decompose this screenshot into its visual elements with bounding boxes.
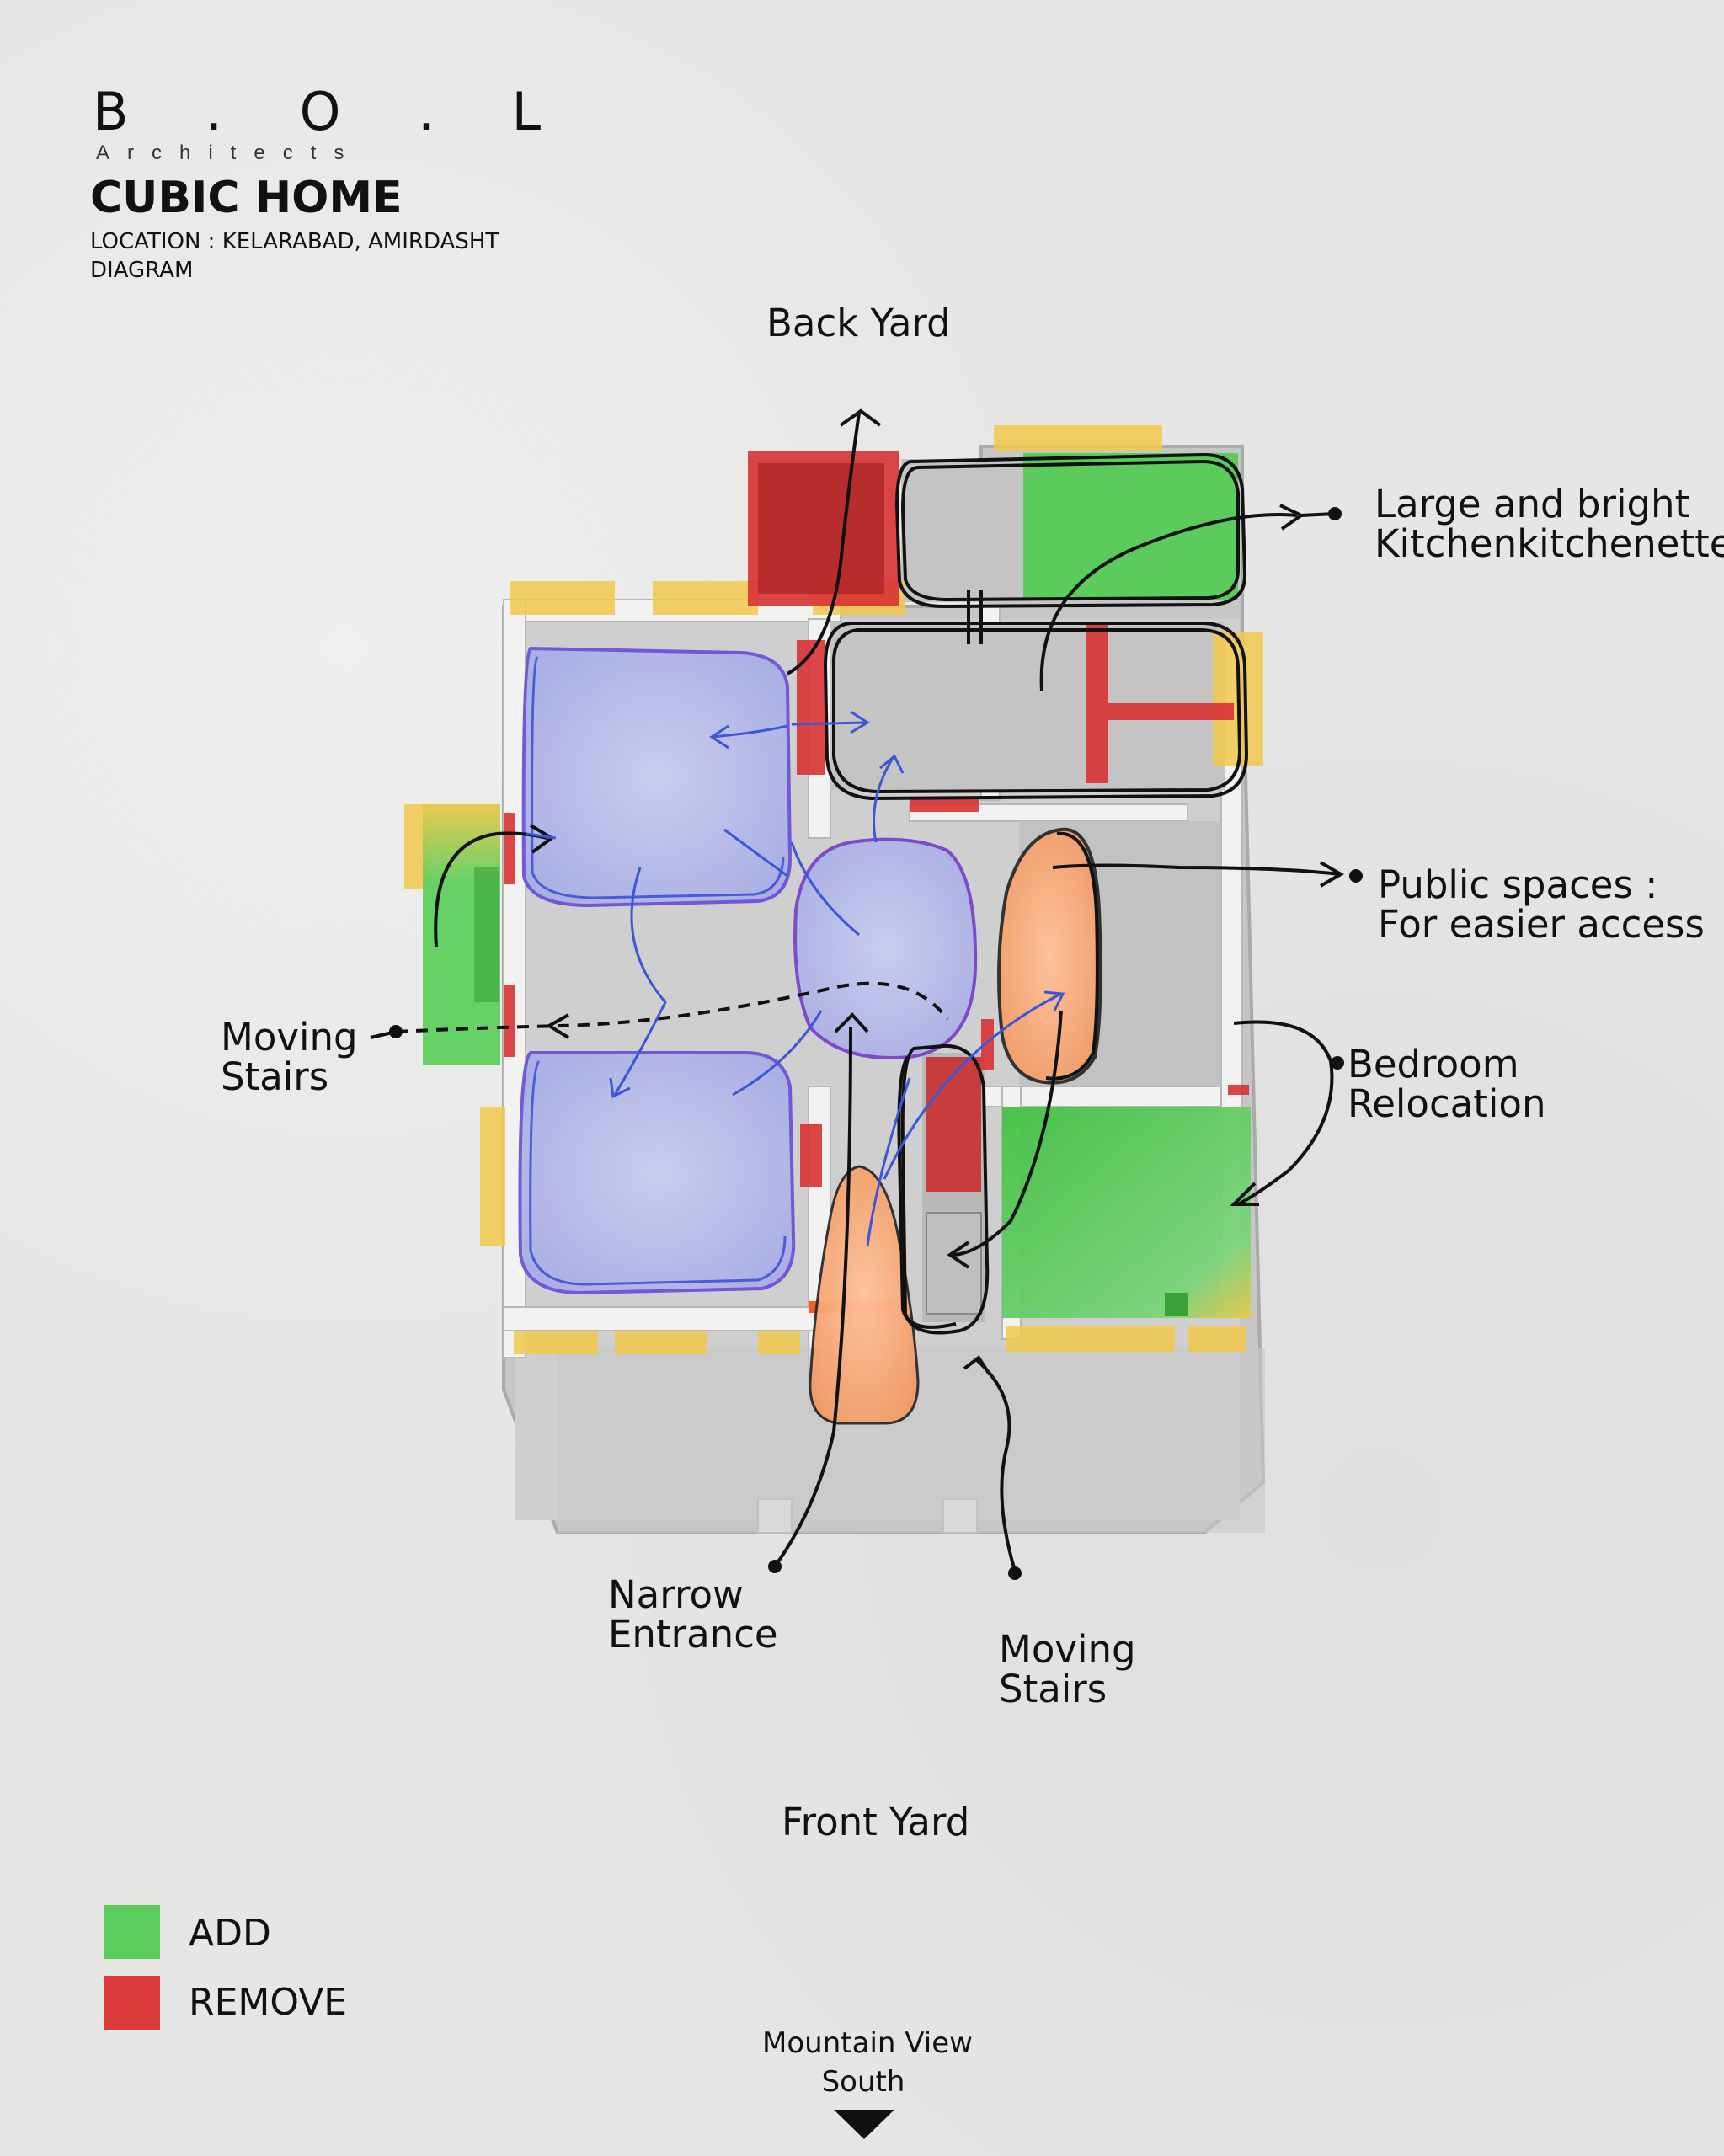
brand-logo: B . O . L (93, 81, 572, 142)
public-zones (809, 827, 1102, 1425)
diagram-type: DIAGRAM (90, 258, 194, 283)
stairs-bottom-label-line2: Stairs (999, 1667, 1108, 1711)
kitchen-label-line1: Large and bright (1374, 482, 1690, 526)
public-label-line1: Public spaces : (1378, 862, 1658, 907)
legend-add-label: ADD (189, 1912, 271, 1955)
remove-zones (504, 451, 1249, 1313)
compass-line1: Mountain View (762, 2026, 973, 2060)
entrance-label-line1: Narrow (608, 1572, 744, 1617)
compass-line2: South (821, 2065, 905, 2099)
circulation-arrows (526, 710, 1065, 1247)
private-zones (518, 646, 978, 1295)
front-yard-label: Front Yard (782, 1800, 970, 1844)
callout-dots (389, 507, 1363, 1580)
brand-subtitle: Architects (96, 141, 362, 164)
flow-arrows (370, 408, 1344, 1572)
kitchen-outline (823, 452, 1249, 1335)
public-label-line2: For easier access (1378, 902, 1705, 947)
legend-remove-label: REMOVE (189, 1981, 348, 2024)
project-title: CUBIC HOME (90, 173, 403, 223)
legend-remove-swatch (104, 1976, 160, 2030)
location-text: LOCATION : KELARABAD, AMIRDASHT (90, 229, 499, 254)
bedroom-label-line2: Relocation (1348, 1081, 1546, 1126)
stairs-bottom-label-line1: Moving (999, 1627, 1136, 1672)
entrance-label-line2: Entrance (608, 1612, 778, 1657)
stairs-left-label-line2: Stairs (221, 1054, 329, 1099)
legend-add-swatch (104, 1905, 160, 1959)
kitchen-label-line2: Kitchenkitchenette (1374, 521, 1724, 566)
stairs-left-label-line1: Moving (221, 1015, 358, 1059)
back-yard-label: Back Yard (766, 301, 951, 345)
bedroom-label-line1: Bedroom (1348, 1042, 1519, 1086)
